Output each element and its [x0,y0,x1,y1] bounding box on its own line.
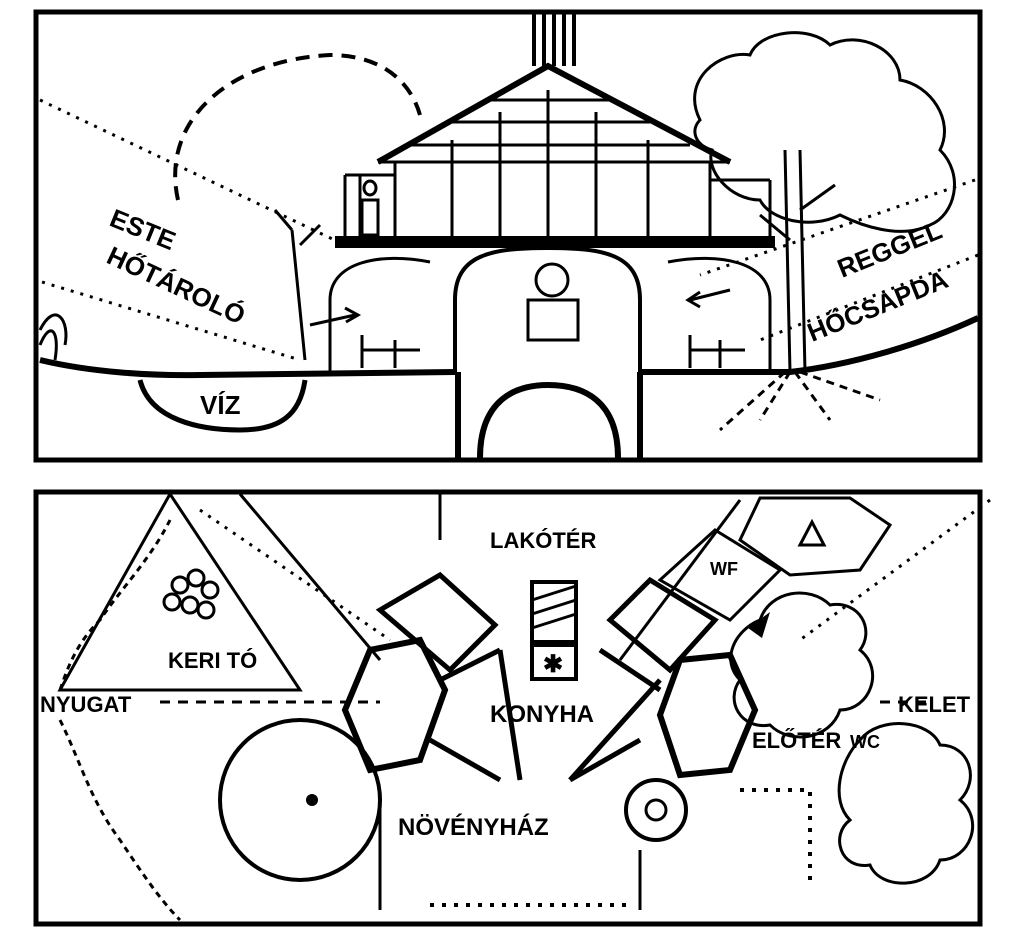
garden-pond-label: KERI TÓ [168,648,257,673]
stove-hatch [531,584,577,630]
garden-center-dot [306,794,318,806]
plan-diagonal-left [238,493,382,661]
water-tank [137,379,308,433]
furniture-left [360,335,420,368]
bottom-right-tree [837,722,975,885]
pond-stones [162,568,220,620]
west-label: NYUGAT [40,692,132,717]
wf-label: WF [710,559,738,579]
sun-path-arc [173,52,422,201]
house-roof [376,62,732,165]
right-balcony [710,178,772,240]
plan-diagonal-right [618,499,742,661]
garden-triangle [57,491,303,692]
wc-label: WC [850,732,880,752]
person-body [360,198,380,237]
morning-ray-upper [699,178,976,277]
section-frame [33,9,983,463]
tree-canopy [693,31,956,233]
stove-icon [534,262,570,298]
furniture-right [688,335,745,368]
stove-base [526,298,580,342]
heat-arrow-right [685,288,731,309]
right-vault [667,256,772,372]
east-label: KELET [898,692,971,717]
left-vault [328,256,431,372]
section-panel: ESTE HŐTÁROLÓ REGGEL HŐCSAPDA VÍZ [33,9,983,463]
left-hex-room [341,636,449,774]
east-tree [729,591,875,739]
cellar-vault [455,372,643,459]
hearth-star-icon: ✱ [543,651,563,678]
greenhouse-label: NÖVÉNYHÁZ [398,813,549,841]
water-label: VÍZ [200,390,241,420]
greenhouse-boundary [378,800,642,910]
octagon-room [738,496,893,577]
hedge-left [58,519,182,922]
left-small-tree [273,209,322,361]
entry-dotted [740,788,812,880]
left-room-outline [375,571,499,674]
floor-slab [335,236,775,248]
evening-ray-upper [39,98,346,247]
heat-arrow-left [309,306,362,327]
left-corridor [428,647,523,783]
sun-dotted-left [199,508,391,642]
stair-room [624,778,688,842]
stair-core [644,798,668,822]
tree-trunk [759,149,836,373]
roof-truss [378,98,730,164]
person-figure [362,179,378,197]
kitchen-vault [453,245,642,372]
tower-marker [797,518,827,547]
ground-line [39,315,980,379]
kitchen-hearth [530,643,578,681]
right-room-outline [606,576,719,674]
plan-panel: ✱ LAKÓTÉR KERI TÓ NYUGAT KONYHA KELET EL… [33,489,991,927]
upper-glazing [393,90,712,240]
kitchen-label: KONYHA [490,701,594,728]
heat-storage-label: HŐTÁROLÓ [102,240,250,330]
wf-room [657,528,783,622]
tree-roots [719,370,881,432]
chimney [532,14,576,66]
entry-hall-label: ELŐTÉR [752,728,841,753]
kitchen-stove [530,580,578,644]
plan-frame [33,489,983,927]
left-balcony [343,173,395,240]
right-corridor [568,647,662,783]
sun-dotted-right [799,498,991,642]
north-arrow [748,612,770,638]
living-space-label: LAKÓTÉR [490,528,596,553]
left-shrub [38,313,68,361]
